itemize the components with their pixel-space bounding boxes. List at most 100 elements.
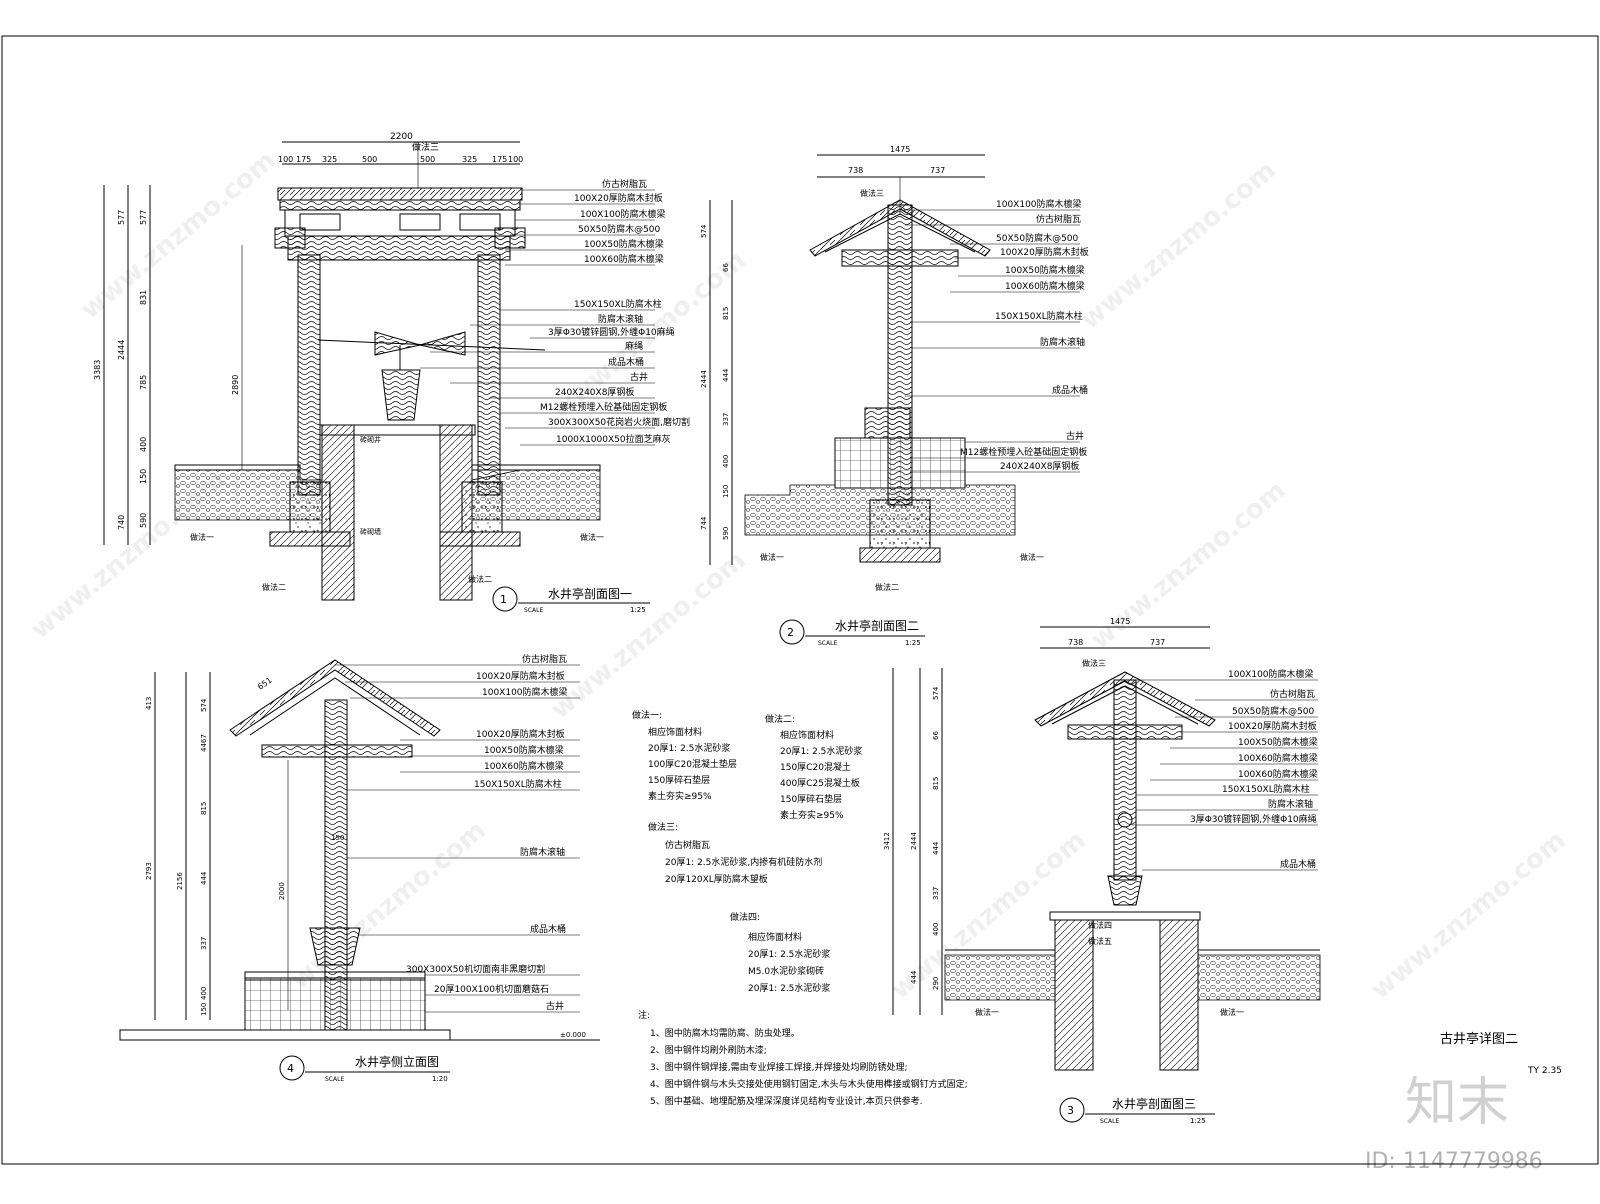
svg-text:590: 590: [722, 527, 730, 540]
watermark-layer: www.znzmo.com www.znzmo.com www.znzmo.co…: [25, 145, 1571, 1005]
svg-text:20厚1: 2.5水泥砂浆,内掺有机硅防水剂: 20厚1: 2.5水泥砂浆,内掺有机硅防水剂: [665, 856, 822, 868]
svg-text:砖砌井: 砖砌井: [360, 435, 381, 444]
svg-text:50X50防腐木@500: 50X50防腐木@500: [578, 223, 661, 235]
svg-text:仿古树脂瓦: 仿古树脂瓦: [1036, 213, 1081, 225]
svg-text:400: 400: [932, 923, 940, 936]
svg-text:1: 1: [500, 593, 507, 606]
svg-text:做法三:: 做法三:: [648, 821, 678, 833]
svg-text:做法三: 做法三: [860, 188, 884, 198]
svg-text:400: 400: [722, 455, 730, 468]
svg-text:www.znzmo.com: www.znzmo.com: [1075, 155, 1281, 335]
svg-text:4、图中钢件钢与木头交接处使用钢钉固定,木头与木头使用榫接或: 4、图中钢件钢与木头交接处使用钢钉固定,木头与木头使用榫接或钢钉方式固定;: [650, 1078, 968, 1090]
svg-text:150X150XL防腐木柱: 150X150XL防腐木柱: [1222, 783, 1310, 795]
svg-text:737: 737: [1150, 638, 1165, 647]
svg-text:2793: 2793: [145, 862, 153, 880]
sheet-title: 古井亭详图二: [1440, 1031, 1518, 1047]
id-label: ID: 1147779986: [1365, 1149, 1543, 1174]
svg-text:仿古树脂瓦: 仿古树脂瓦: [602, 178, 647, 190]
svg-text:150: 150: [200, 1003, 208, 1016]
svg-text:150厚碎石垫层: 150厚碎石垫层: [780, 793, 842, 805]
svg-text:2890: 2890: [231, 375, 240, 395]
svg-text:20厚1: 2.5水泥砂浆: 20厚1: 2.5水泥砂浆: [648, 742, 730, 754]
svg-text:做法一: 做法一: [1220, 1007, 1244, 1017]
svg-text:做法四: 做法四: [1088, 920, 1112, 930]
svg-text:注:: 注:: [638, 1009, 650, 1021]
svg-text:20厚1: 2.5水泥砂浆: 20厚1: 2.5水泥砂浆: [748, 982, 830, 994]
svg-text:740: 740: [117, 515, 126, 530]
construction-notes: 做法一: 相应饰面材料 20厚1: 2.5水泥砂浆 100厚C20混凝土垫层 1…: [632, 709, 968, 1107]
svg-text:100X20厚防腐木封板: 100X20厚防腐木封板: [476, 670, 565, 682]
svg-text:100X20厚防腐木封板: 100X20厚防腐木封板: [476, 728, 565, 740]
svg-text:66: 66: [722, 263, 730, 272]
svg-text:100厚C20混凝土垫层: 100厚C20混凝土垫层: [648, 758, 737, 770]
svg-text:300X300X50花岗岩火烧面,磨切割: 300X300X50花岗岩火烧面,磨切割: [548, 416, 690, 428]
method-3-note: 做法三: 仿古树脂瓦 20厚1: 2.5水泥砂浆,内掺有机硅防水剂 20厚120…: [648, 821, 822, 885]
svg-text:337: 337: [722, 413, 730, 426]
svg-text:150X150XL防腐木柱: 150X150XL防腐木柱: [574, 298, 662, 310]
svg-text:100X50防腐木檩梁: 100X50防腐木檩梁: [584, 238, 664, 250]
svg-text:做法一: 做法一: [760, 552, 784, 562]
svg-text:240X240X8厚钢板: 240X240X8厚钢板: [555, 386, 634, 398]
svg-text:815: 815: [200, 802, 208, 815]
svg-text:相应饰面材料: 相应饰面材料: [780, 729, 834, 741]
svg-text:1:25: 1:25: [905, 639, 921, 647]
svg-text:738: 738: [848, 166, 863, 175]
svg-text:100X60防腐木檩梁: 100X60防腐木檩梁: [1238, 768, 1318, 780]
svg-text:3: 3: [1067, 1104, 1074, 1117]
svg-text:防腐木滚轴: 防腐木滚轴: [1040, 336, 1085, 348]
svg-text:150厚碎石垫层: 150厚碎石垫层: [648, 774, 710, 786]
svg-text:100X60防腐木檩梁: 100X60防腐木檩梁: [1005, 280, 1085, 292]
svg-text:1:20: 1:20: [432, 1075, 448, 1083]
svg-text:做法三: 做法三: [412, 141, 439, 153]
svg-text:590: 590: [139, 513, 148, 528]
svg-text:444: 444: [200, 871, 208, 885]
svg-text:古井: 古井: [546, 1000, 564, 1012]
svg-text:防腐木滚轴: 防腐木滚轴: [1268, 798, 1313, 810]
svg-text:815: 815: [932, 777, 940, 790]
svg-text:SCALE: SCALE: [524, 607, 543, 614]
svg-text:300X300X50机切面南非黑磨切割: 300X300X50机切面南非黑磨切割: [406, 963, 545, 975]
svg-text:成品木桶: 成品木桶: [530, 923, 566, 935]
svg-text:175: 175: [492, 155, 507, 164]
svg-text:444: 444: [722, 368, 730, 382]
svg-text:SCALE: SCALE: [325, 1076, 344, 1083]
svg-text:素土夯实≥95%: 素土夯实≥95%: [780, 809, 844, 821]
svg-text:651: 651: [256, 676, 274, 692]
svg-text:±0.000: ±0.000: [560, 1031, 586, 1039]
svg-text:150X150XL防腐木柱: 150X150XL防腐木柱: [995, 310, 1083, 322]
svg-text:麻绳: 麻绳: [625, 340, 643, 352]
section-drawing-2: 1475 738 737 做法三 574 66 815 2444 444 337…: [700, 145, 1089, 647]
svg-text:水井亭剖面图二: 水井亭剖面图二: [835, 618, 919, 633]
svg-text:500: 500: [420, 155, 435, 164]
svg-text:www.znzmo.com: www.znzmo.com: [75, 145, 281, 325]
svg-text:150: 150: [139, 469, 148, 484]
svg-text:做法一: 做法一: [975, 1007, 999, 1017]
svg-text:50X50防腐木@500: 50X50防腐木@500: [996, 232, 1079, 244]
svg-text:M12螺栓预埋入砼基础固定钢板: M12螺栓预埋入砼基础固定钢板: [540, 401, 667, 413]
svg-text:2000: 2000: [278, 882, 286, 900]
svg-text:400厚C25混凝土板: 400厚C25混凝土板: [780, 777, 860, 789]
svg-text:仿古树脂瓦: 仿古树脂瓦: [665, 839, 710, 851]
svg-text:738: 738: [1068, 638, 1083, 647]
svg-text:240X240X8厚钢板: 240X240X8厚钢板: [1000, 460, 1079, 472]
svg-text:175: 175: [296, 155, 311, 164]
svg-text:1:25: 1:25: [630, 606, 646, 614]
svg-text:2444: 2444: [117, 340, 126, 360]
svg-text:100: 100: [278, 155, 293, 164]
svg-text:2444: 2444: [700, 370, 708, 388]
svg-text:2156: 2156: [176, 872, 184, 890]
svg-text:66: 66: [932, 731, 940, 740]
svg-text:素土夯实≥95%: 素土夯实≥95%: [648, 790, 712, 802]
svg-text:1475: 1475: [890, 145, 910, 154]
svg-text:100X50防腐木檩梁: 100X50防腐木檩梁: [1238, 736, 1318, 748]
svg-text:水井亭剖面图三: 水井亭剖面图三: [1112, 1096, 1196, 1111]
svg-text:2、图中钢件均刷外刷防木漆;: 2、图中钢件均刷外刷防木漆;: [650, 1044, 767, 1056]
svg-text:防腐木滚轴: 防腐木滚轴: [520, 846, 565, 858]
svg-text:古井: 古井: [1066, 430, 1084, 442]
svg-text:相应饰面材料: 相应饰面材料: [748, 931, 802, 943]
svg-text:做法一: 做法一: [580, 532, 604, 542]
svg-text:1、图中防腐木均需防腐、防虫处理。: 1、图中防腐木均需防腐、防虫处理。: [650, 1027, 800, 1039]
svg-text:做法二: 做法二: [262, 582, 286, 592]
svg-text:水井亭侧立面图: 水井亭侧立面图: [355, 1054, 439, 1069]
svg-text:20厚1: 2.5水泥砂浆: 20厚1: 2.5水泥砂浆: [780, 745, 862, 757]
